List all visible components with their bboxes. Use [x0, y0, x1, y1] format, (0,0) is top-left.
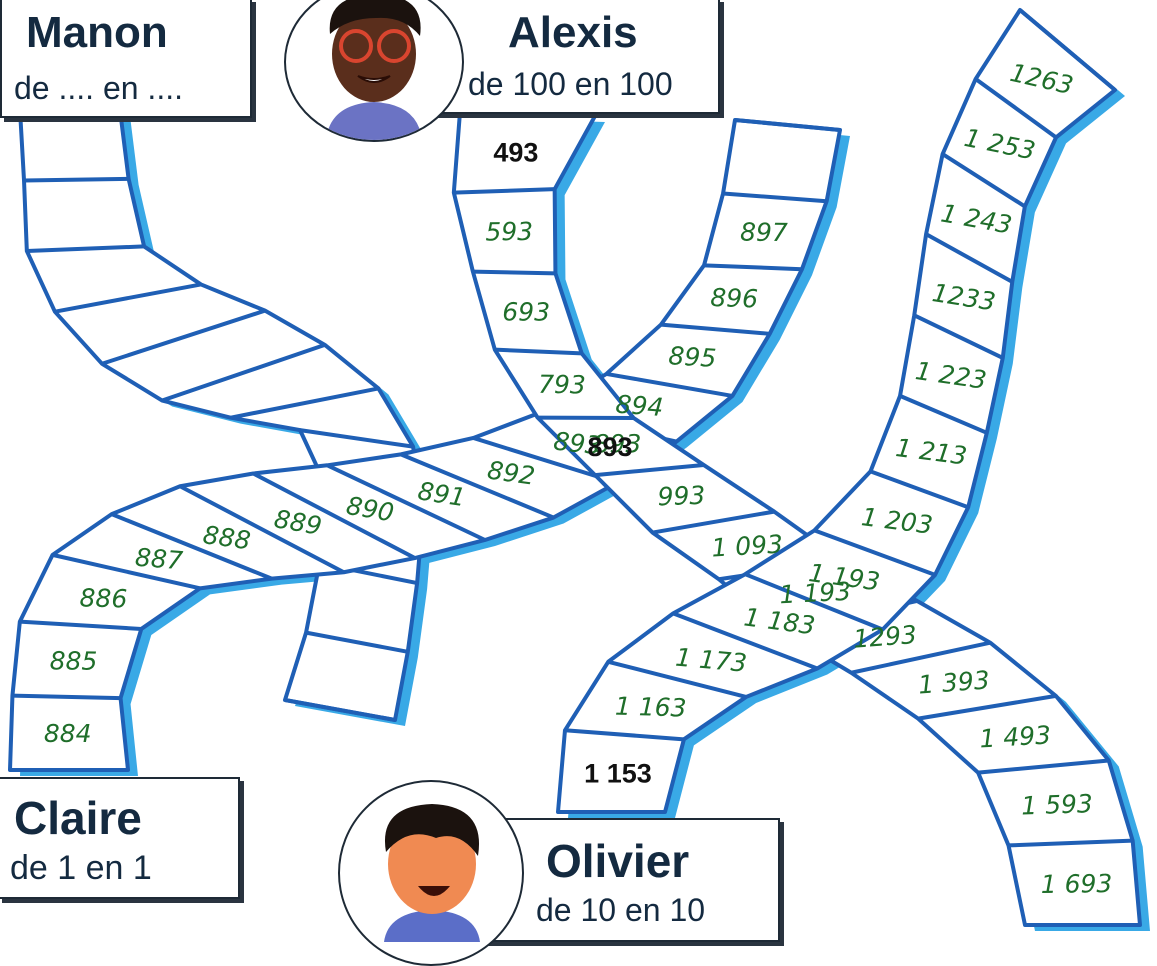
alexis-cell-value: 593 — [485, 217, 533, 247]
alexis-name: Alexis — [508, 8, 638, 58]
alexis-cell-value: 1 493 — [979, 720, 1052, 753]
claire-cell-value: 887 — [134, 543, 184, 576]
alexis-cell-value: 693 — [502, 297, 550, 326]
olivier-rule: de 10 en 10 — [536, 892, 705, 929]
alexis-cell-value: 1 093 — [711, 529, 784, 562]
alexis-cell-value: 1 393 — [917, 665, 991, 699]
manon-name: Manon — [26, 8, 168, 58]
alexis-cell-value: 493 — [493, 137, 538, 167]
olivier-cell-value: 1 153 — [584, 758, 652, 788]
claire-rule: de 1 en 1 — [10, 849, 152, 888]
claire-label: Claire de 1 en 1 — [0, 777, 240, 899]
alexis-cell-value: 1 593 — [1021, 789, 1093, 820]
boy-with-glasses-icon — [286, 0, 462, 140]
olivier-name: Olivier — [546, 834, 689, 888]
alexis-cell-divider — [473, 272, 556, 274]
manon-label: Manon de .... en .... — [0, 0, 252, 118]
claire-cell-value: 897 — [740, 217, 788, 247]
boy-icon — [340, 782, 522, 942]
shared-cell-value: 893 — [587, 432, 632, 462]
olivier-cell-value: 1 173 — [674, 643, 748, 678]
claire-cell-value: 896 — [710, 283, 759, 313]
olivier-cell-value: 1 163 — [615, 692, 687, 723]
olivier-label: Olivier de 10 en 10 — [480, 818, 780, 942]
claire-cell-divider — [12, 696, 120, 698]
alexis-cell-value: 793 — [538, 370, 586, 400]
claire-cell-value: 894 — [615, 390, 665, 423]
claire-cell-value: 895 — [668, 341, 717, 373]
alexis-cell-value: 1 693 — [1041, 869, 1113, 899]
claire-name: Claire — [14, 791, 142, 845]
manon-rule: de .... en .... — [14, 70, 183, 107]
alexis-cell-value: 993 — [657, 481, 706, 512]
claire-cell-value: 886 — [79, 583, 127, 613]
alexis-cell-value: 1293 — [852, 620, 918, 654]
alexis-label: Alexis de 100 en 100 — [420, 0, 720, 114]
manon-cell-divider — [24, 179, 129, 181]
olivier-avatar-icon — [338, 780, 524, 966]
claire-cell-value: 884 — [44, 719, 92, 748]
alexis-rule: de 100 en 100 — [468, 66, 673, 103]
claire-cell-value: 885 — [50, 646, 98, 675]
